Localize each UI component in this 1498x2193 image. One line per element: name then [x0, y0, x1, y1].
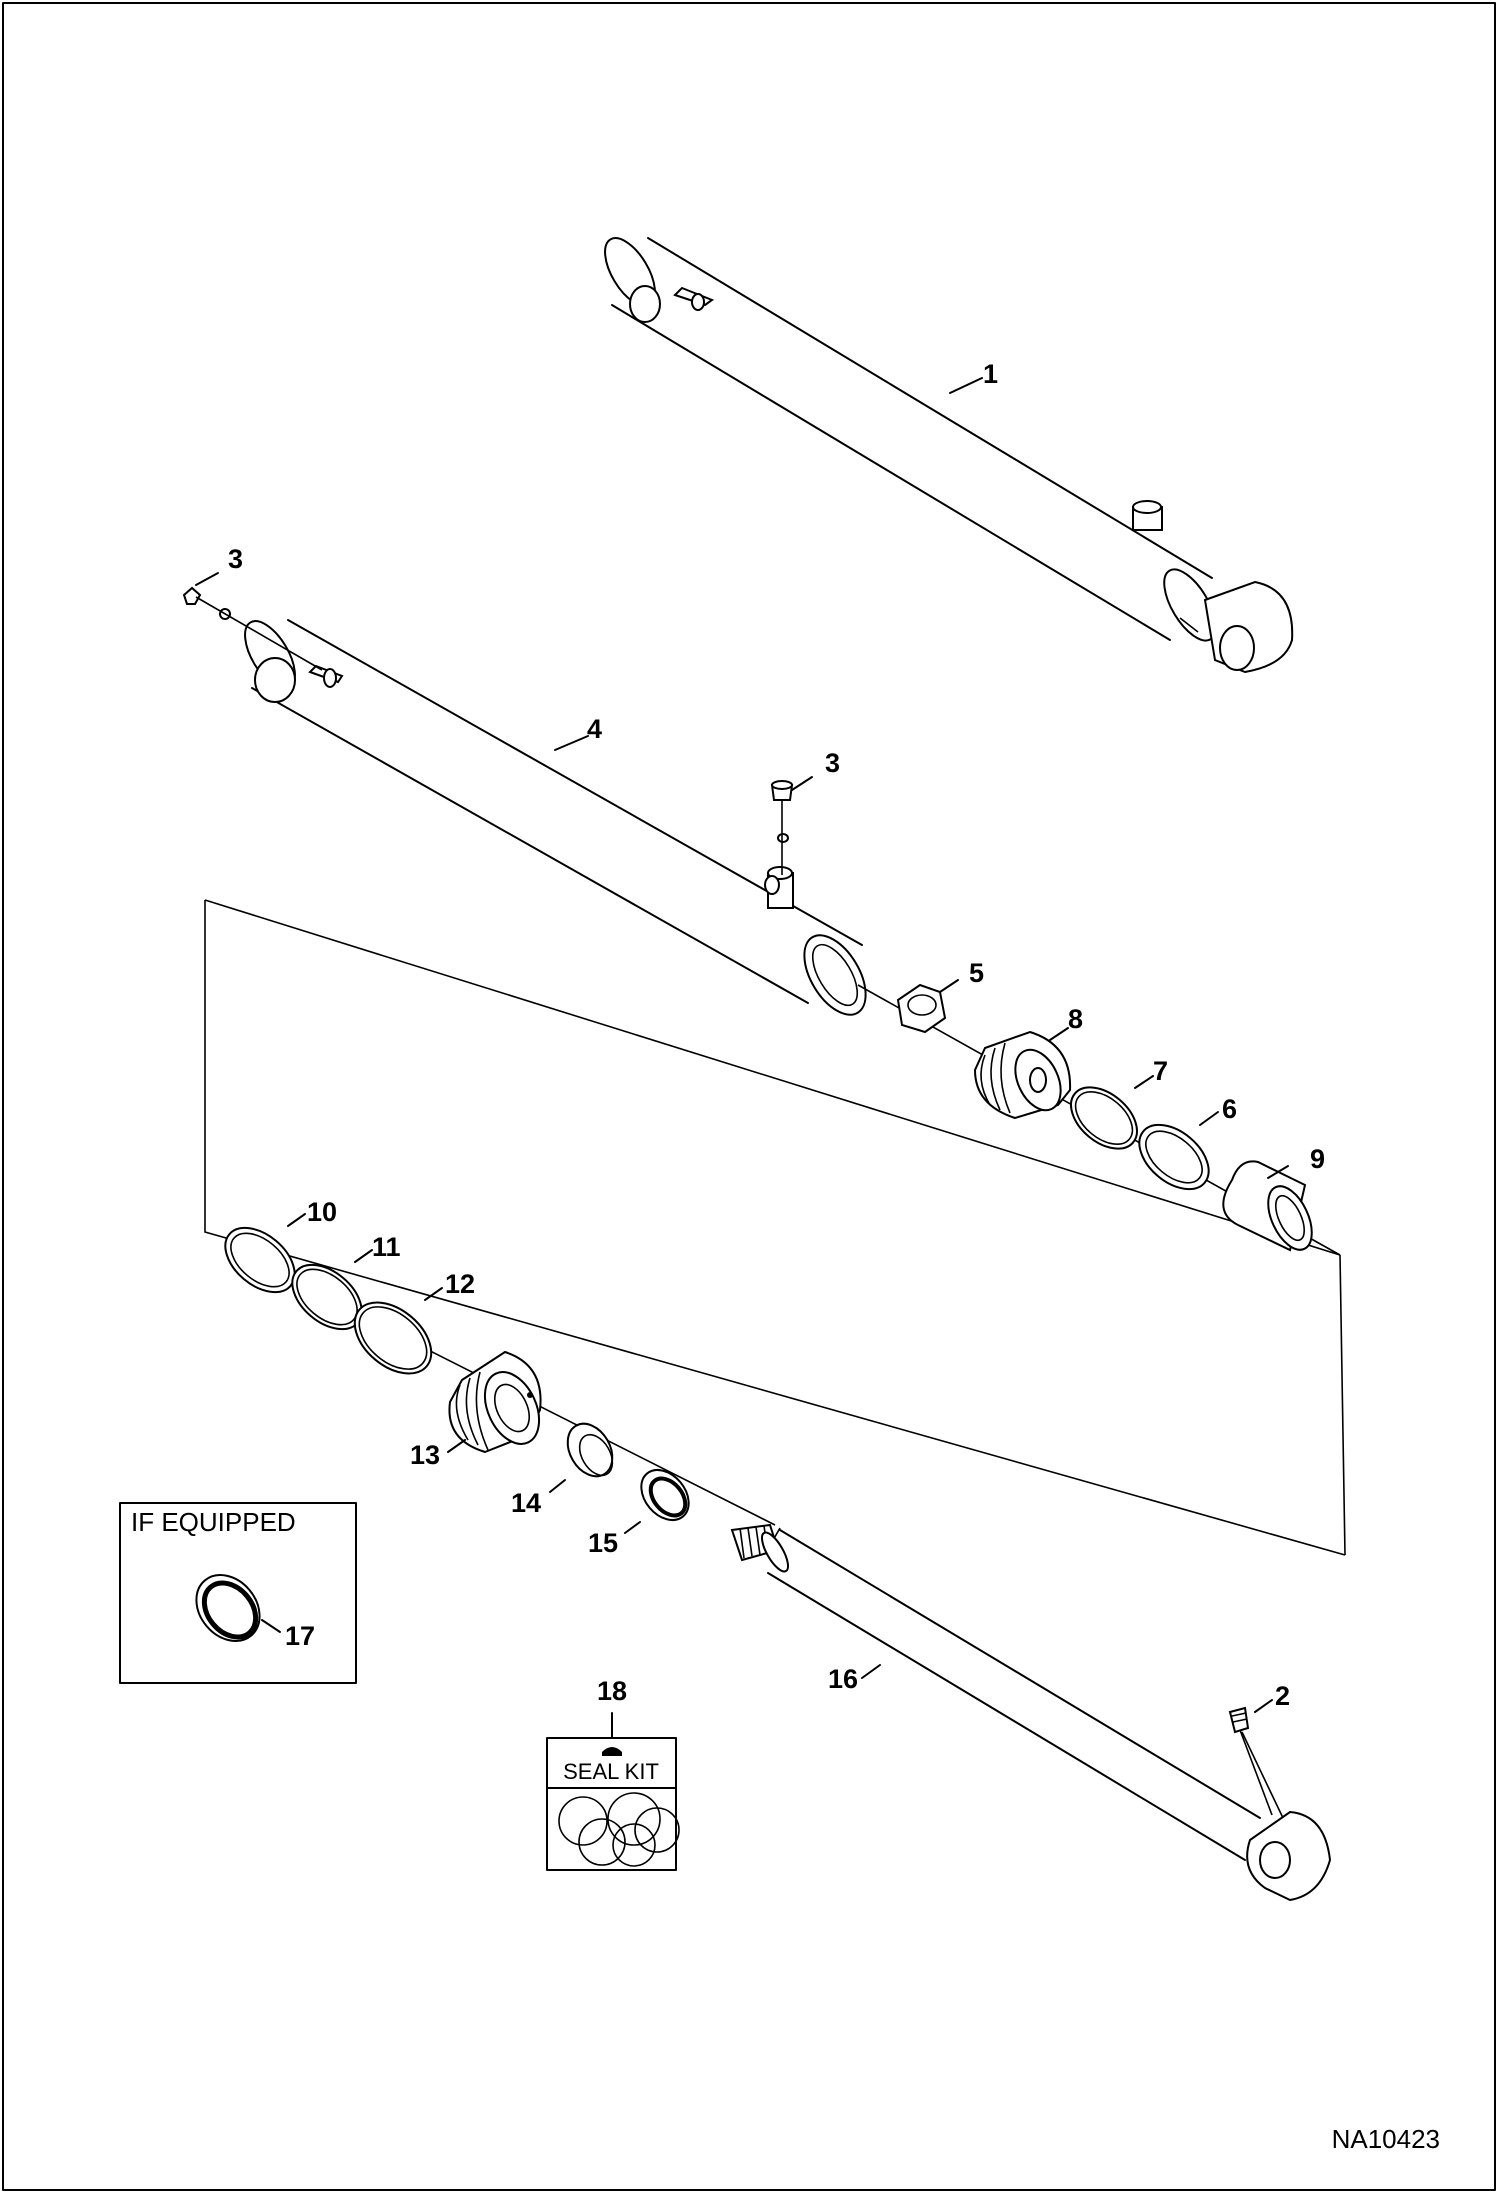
leader-line-3a: [195, 572, 219, 586]
callout-2: 2: [1275, 1681, 1290, 1711]
explode-axis-diagonal: [204, 899, 1341, 1256]
leader-line-9: [1267, 1165, 1289, 1179]
leader-line-8: [1049, 1027, 1069, 1041]
leader-line-12: [424, 1287, 443, 1301]
callout-17: 17: [285, 1621, 315, 1651]
callout-15: 15: [588, 1528, 618, 1558]
leader-line-5: [939, 979, 959, 993]
nut-part-5: [896, 979, 959, 1034]
explode-axis-frame: [204, 900, 1346, 1556]
ring-part-7: [1070, 1075, 1154, 1150]
leader-line-4: [554, 735, 589, 751]
callout-14: 14: [511, 1488, 541, 1518]
callout-8: 8: [1068, 1004, 1083, 1034]
cylinder-assembly-part-1: [604, 237, 1294, 674]
callout-18: 18: [597, 1676, 627, 1706]
ring-part-10: [224, 1213, 306, 1294]
callout-5: 5: [969, 958, 984, 988]
leader-line-14: [549, 1479, 566, 1493]
callout-4: 4: [587, 714, 602, 744]
wear-ring-part-9: [1222, 1160, 1313, 1252]
seal-kit-package: SEAL KIT: [546, 1712, 680, 1871]
fitting-part-3-left: [182, 572, 323, 671]
callout-13: 13: [410, 1440, 440, 1470]
leader-line-1: [949, 377, 983, 394]
leader-line-7: [1134, 1075, 1154, 1089]
callout-3-left: 3: [228, 544, 243, 574]
callout-3-center: 3: [825, 748, 840, 778]
leader-line-15: [624, 1521, 641, 1534]
leader-line-6: [1199, 1111, 1219, 1126]
head-part-13: [447, 1350, 542, 1454]
leader-line-2: [1254, 1699, 1273, 1713]
seal-part-6: [1138, 1111, 1219, 1191]
callout-6: 6: [1222, 1094, 1237, 1124]
leader-line-3b: [791, 776, 813, 791]
leader-line-11: [354, 1249, 373, 1263]
piston-part-8: [973, 1027, 1072, 1120]
callout-9: 9: [1310, 1144, 1325, 1174]
ring-part-12: [353, 1287, 443, 1375]
leader-line-16: [861, 1664, 881, 1679]
callout-10: 10: [307, 1197, 337, 1227]
rod-part-16: [730, 1523, 1332, 1902]
seal-kit-label: SEAL KIT: [563, 1759, 659, 1784]
callout-7: 7: [1153, 1056, 1168, 1086]
leader-line-13: [447, 1439, 466, 1453]
leader-line-17: [261, 1619, 281, 1633]
bushing-part-14: [549, 1422, 614, 1493]
callout-11: 11: [372, 1232, 401, 1262]
if-equipped-box: IF EQUIPPED: [119, 1502, 357, 1684]
if-equipped-label: IF EQUIPPED: [131, 1507, 296, 1537]
ring-part-11: [291, 1249, 373, 1331]
fitting-part-3-center: [770, 776, 813, 875]
callout-1: 1: [983, 359, 998, 389]
drawing-number: NA10423: [1332, 2124, 1440, 2154]
grease-fitting-part-2: [1228, 1699, 1284, 1819]
callout-12: 12: [445, 1269, 475, 1299]
barrel-part-4: [244, 619, 867, 1016]
seal-part-15: [624, 1468, 690, 1534]
callout-16: 16: [828, 1664, 858, 1694]
leader-line-10: [287, 1213, 306, 1227]
explode-axis-right: [1339, 1254, 1346, 1556]
